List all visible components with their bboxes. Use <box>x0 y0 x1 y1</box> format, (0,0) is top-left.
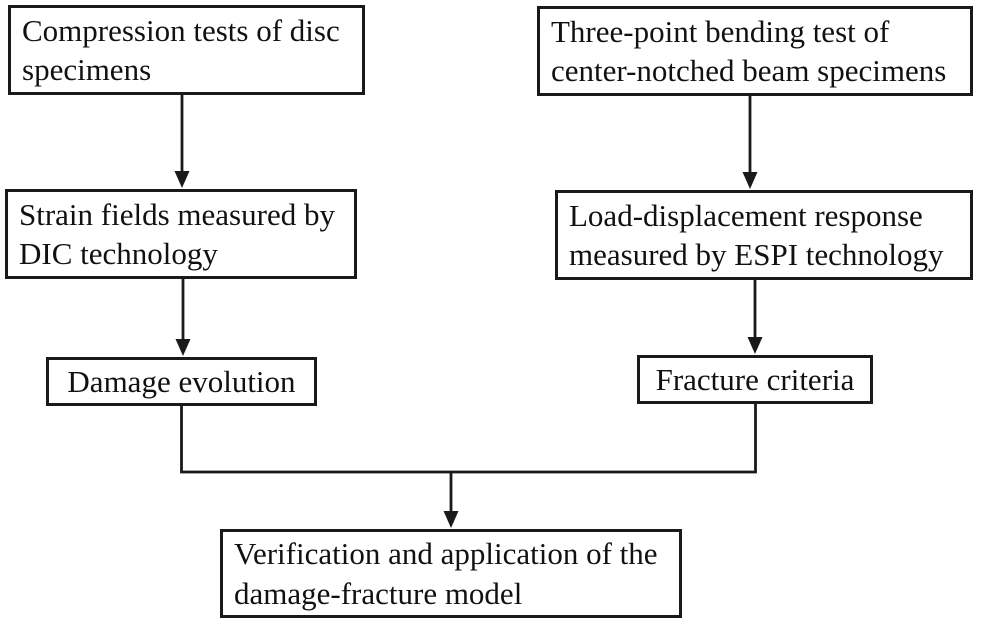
node-three-point-bending: Three-point bending test of center-notch… <box>537 6 973 96</box>
node-three-point-bending-label: Three-point bending test of center-notch… <box>551 13 947 88</box>
node-compression-tests-label: Compression tests of disc specimens <box>22 12 340 87</box>
arrow-strain-to-damage <box>175 279 191 356</box>
arrow-load-to-fracture <box>747 280 763 354</box>
node-damage-evolution: Damage evolution <box>46 357 317 406</box>
node-strain-fields-label: Strain fields measured by DIC technology <box>19 196 335 271</box>
node-load-displacement: Load-displacement response measured by E… <box>555 190 973 280</box>
node-load-displacement-label: Load-displacement response measured by E… <box>569 197 944 272</box>
node-verification: Verification and application of the dama… <box>220 529 682 618</box>
arrow-bending-to-load <box>742 96 758 189</box>
arrow-merge-to-verification <box>443 472 459 528</box>
node-fracture-criteria-label: Fracture criteria <box>655 361 855 397</box>
merge-connector <box>180 404 757 474</box>
node-fracture-criteria: Fracture criteria <box>637 355 873 404</box>
node-compression-tests: Compression tests of disc specimens <box>8 5 365 95</box>
arrow-compression-to-strain <box>174 95 190 188</box>
node-damage-evolution-label: Damage evolution <box>67 363 296 399</box>
node-strain-fields: Strain fields measured by DIC technology <box>5 189 357 279</box>
node-verification-label: Verification and application of the dama… <box>234 536 658 611</box>
